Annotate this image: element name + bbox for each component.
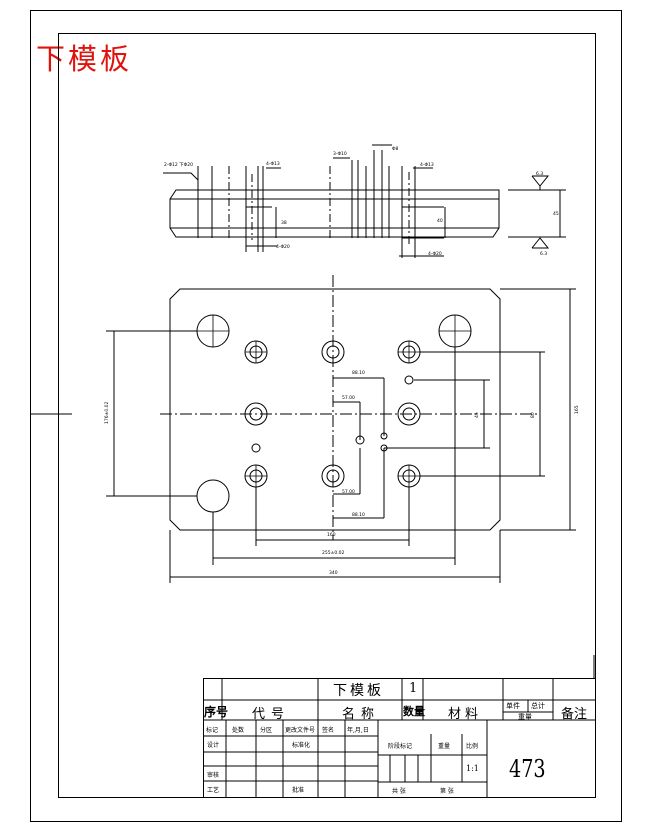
- stage-label: 阶段标记: [388, 743, 413, 750]
- drawing-number: 473: [509, 755, 546, 783]
- dim-label: 165: [574, 405, 580, 414]
- plan-view: [106, 275, 576, 583]
- drawing-title: 下模板: [36, 42, 133, 76]
- dim-label: 6.3: [540, 251, 547, 257]
- dim-label: 4-Φ13: [266, 161, 280, 167]
- dim-label: 6.3: [536, 171, 543, 177]
- approve-label: 批准: [292, 787, 305, 794]
- scale-value: 1:1: [466, 764, 479, 773]
- dim-label: 4-Φ20: [428, 251, 442, 257]
- header-material: 材料: [448, 707, 483, 722]
- header-quantity: 数量: [403, 705, 425, 718]
- side-view-dimensions: 2-Φ12 下Φ20 4-Φ13 3-Φ10 Φ8 4-Φ13 38 4-Φ20…: [164, 146, 559, 257]
- header-weight: 重量: [518, 713, 532, 721]
- dim-label: 88.10: [352, 370, 365, 376]
- sheet-number: 第 张: [440, 788, 454, 795]
- header-total: 总计: [531, 702, 545, 710]
- dim-label: 2-Φ12 下Φ20: [164, 162, 193, 168]
- scale-label: 比例: [466, 743, 479, 750]
- header-code: 代号: [252, 707, 291, 722]
- dim-label: 45: [474, 412, 480, 418]
- quantity: 1: [409, 681, 418, 696]
- header-name: 名称: [342, 707, 381, 722]
- dim-label: 3-Φ10: [333, 151, 347, 157]
- outer-border: [30, 10, 622, 822]
- standard-label: 标准化: [292, 742, 311, 749]
- rev-zone: 分区: [260, 727, 273, 734]
- dim-label: 340: [329, 570, 338, 576]
- header-seq: 序号: [204, 705, 229, 719]
- dim-label: Φ8: [392, 146, 399, 152]
- dim-label: 57.00: [342, 489, 355, 495]
- dim-label: 176±0.02: [104, 401, 110, 424]
- rev-file: 更改文件号: [285, 727, 316, 734]
- rev-count: 处数: [232, 727, 245, 734]
- weight-label: 重量: [438, 743, 451, 750]
- inner-border: [58, 33, 596, 798]
- review-label: 审核: [207, 772, 220, 779]
- sheet-total: 共 张: [392, 788, 406, 795]
- side-view: [163, 144, 566, 258]
- dim-label: 45: [553, 211, 559, 217]
- part-name: 下模板: [333, 683, 384, 699]
- rev-date: 年,月,日: [347, 727, 369, 734]
- header-single: 单件: [506, 702, 520, 710]
- dim-label: 88.10: [352, 512, 365, 518]
- header-remark: 备注: [561, 707, 588, 722]
- dim-label: 4-Φ13: [420, 162, 434, 168]
- dim-label: 4-Φ20: [276, 244, 290, 250]
- dim-label: 40: [437, 218, 443, 224]
- dim-label: 80: [530, 412, 536, 418]
- dim-label: 160: [327, 532, 336, 538]
- plan-view-dimensions: 176±0.02 88.10 57.00 57.00 88.10 45 80 1…: [104, 370, 580, 576]
- title-block: [203, 655, 596, 798]
- rev-mark: 标记: [206, 727, 219, 734]
- design-label: 设计: [207, 742, 220, 749]
- rev-sign: 签名: [322, 727, 335, 734]
- dim-label: 255±0.02: [322, 550, 345, 556]
- dim-label: 57.00: [342, 395, 355, 401]
- dim-label: 38: [281, 220, 287, 226]
- process-label: 工艺: [207, 787, 220, 794]
